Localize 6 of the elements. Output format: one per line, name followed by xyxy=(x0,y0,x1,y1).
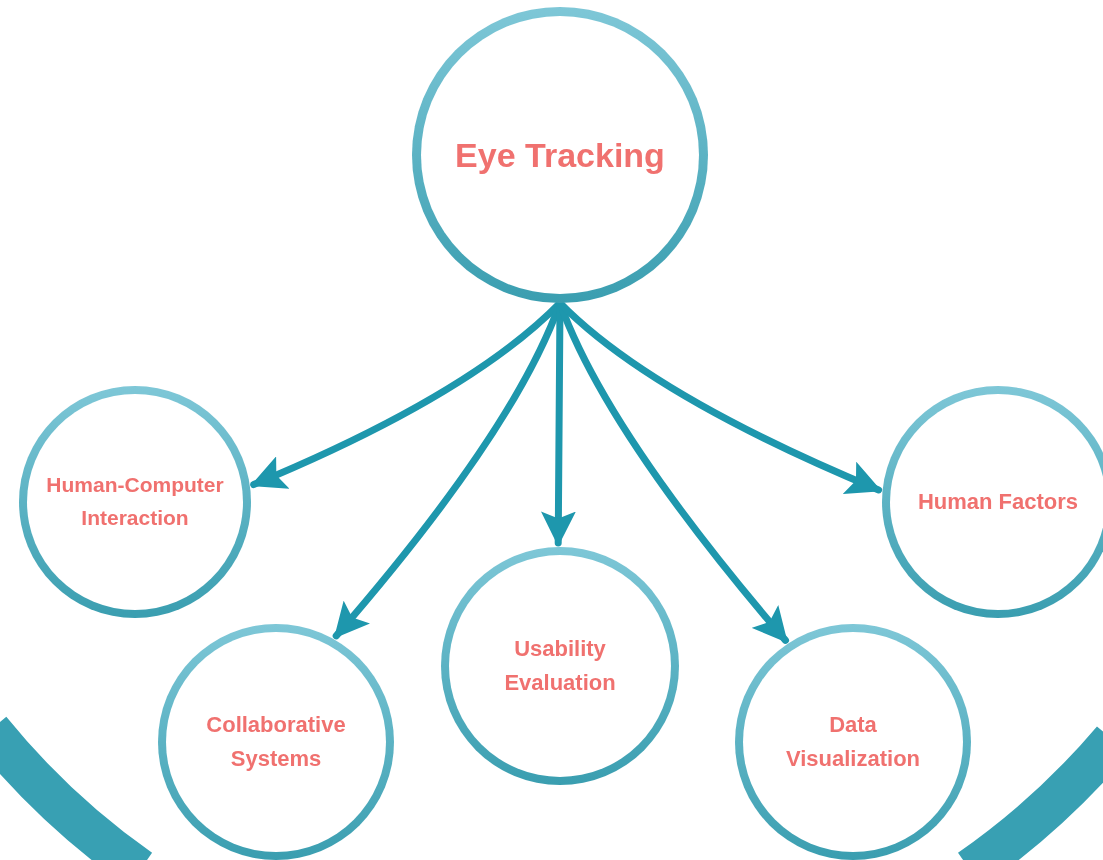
topic-label: Human Factors xyxy=(917,487,1079,516)
topic-label: Data Visualization xyxy=(784,710,922,773)
topic-label: Human-Computer Interaction xyxy=(45,472,225,531)
topic-label: Usability Evaluation xyxy=(503,634,617,697)
topic-label: Eye Tracking xyxy=(455,134,665,176)
topic-label: Collaborative Systems xyxy=(205,710,347,773)
